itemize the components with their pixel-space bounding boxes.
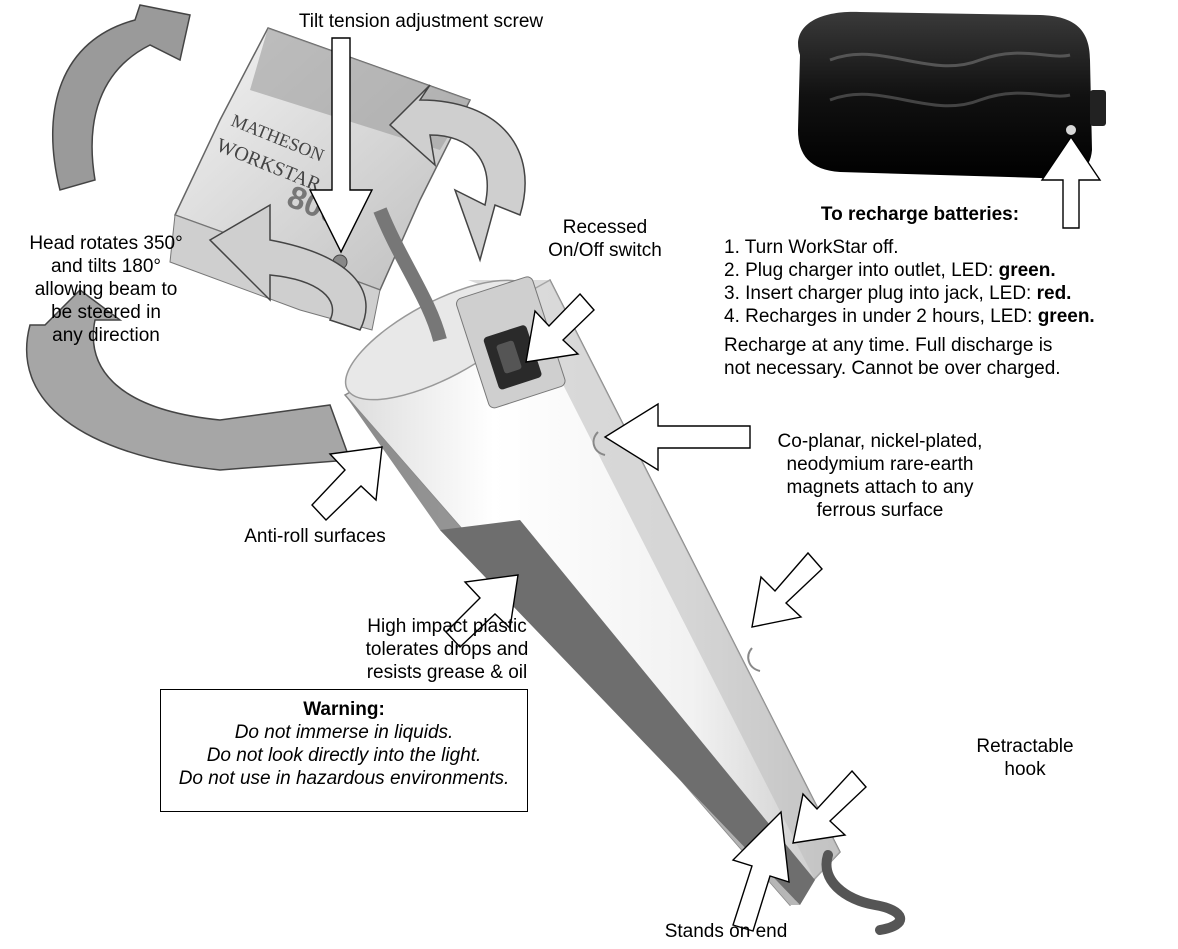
warning-box: Warning: Do not immerse in liquids. Do n…: [160, 689, 528, 812]
warning-line: Do not immerse in liquids.: [161, 721, 527, 744]
step-text: 2. Plug charger into outlet, LED:: [724, 260, 999, 281]
recharge-note: Recharge at any time. Full discharge is …: [724, 334, 1061, 380]
retractable-hook: [826, 855, 900, 930]
label-line: High impact plastic: [342, 615, 552, 638]
warning-line: Do not look directly into the light.: [161, 744, 527, 767]
warning-line: Do not use in hazardous environments.: [161, 767, 527, 790]
label-switch: Recessed On/Off switch: [520, 216, 690, 262]
label-line: Co-planar, nickel-plated,: [740, 430, 1020, 453]
label-line: allowing beam to: [0, 278, 212, 301]
note-line: Recharge at any time. Full discharge is: [724, 334, 1061, 357]
label-line: Head rotates 350°: [0, 232, 212, 255]
label-line: any direction: [0, 324, 212, 347]
label-anti-roll: Anti-roll surfaces: [220, 525, 410, 548]
label-line: magnets attach to any: [740, 476, 1020, 499]
label-line: Retractable: [955, 735, 1095, 758]
label-hook: Retractable hook: [955, 735, 1095, 781]
label-head-rotation: Head rotates 350° and tilts 180° allowin…: [0, 232, 212, 347]
recharge-step: 3. Insert charger plug into jack, LED: r…: [724, 282, 1095, 305]
label-plastic: High impact plastic tolerates drops and …: [342, 615, 552, 684]
label-line: hook: [955, 758, 1095, 781]
recharge-step: 1. Turn WorkStar off.: [724, 236, 1095, 259]
recharge-step: 2. Plug charger into outlet, LED: green.: [724, 259, 1095, 282]
recharge-title: To recharge batteries:: [760, 203, 1080, 226]
note-line: not necessary. Cannot be over charged.: [724, 357, 1061, 380]
label-line: neodymium rare-earth: [740, 453, 1020, 476]
label-stands-on-end: Stands on end: [636, 920, 816, 943]
step-led-state: green.: [1038, 306, 1095, 327]
recharge-steps: 1. Turn WorkStar off. 2. Plug charger in…: [724, 236, 1095, 328]
label-line: be steered in: [0, 301, 212, 324]
warning-title: Warning:: [161, 698, 527, 721]
label-magnets: Co-planar, nickel-plated, neodymium rare…: [740, 430, 1020, 522]
step-led-state: red.: [1037, 283, 1072, 304]
label-line: ferrous surface: [740, 499, 1020, 522]
lamp-head: MATHESON WORKSTAR 800: [170, 28, 470, 340]
label-line: resists grease & oil: [342, 661, 552, 684]
recharge-step: 4. Recharges in under 2 hours, LED: gree…: [724, 305, 1095, 328]
label-tilt-screw: Tilt tension adjustment screw: [256, 10, 586, 33]
label-line: and tilts 180°: [0, 255, 212, 278]
step-led-state: green.: [999, 260, 1056, 281]
label-line: On/Off switch: [520, 239, 690, 262]
step-text: 3. Insert charger plug into jack, LED:: [724, 283, 1037, 304]
step-text: 4. Recharges in under 2 hours, LED:: [724, 306, 1038, 327]
label-line: tolerates drops and: [342, 638, 552, 661]
label-line: Recessed: [520, 216, 690, 239]
step-text: 1. Turn WorkStar off.: [724, 237, 899, 258]
